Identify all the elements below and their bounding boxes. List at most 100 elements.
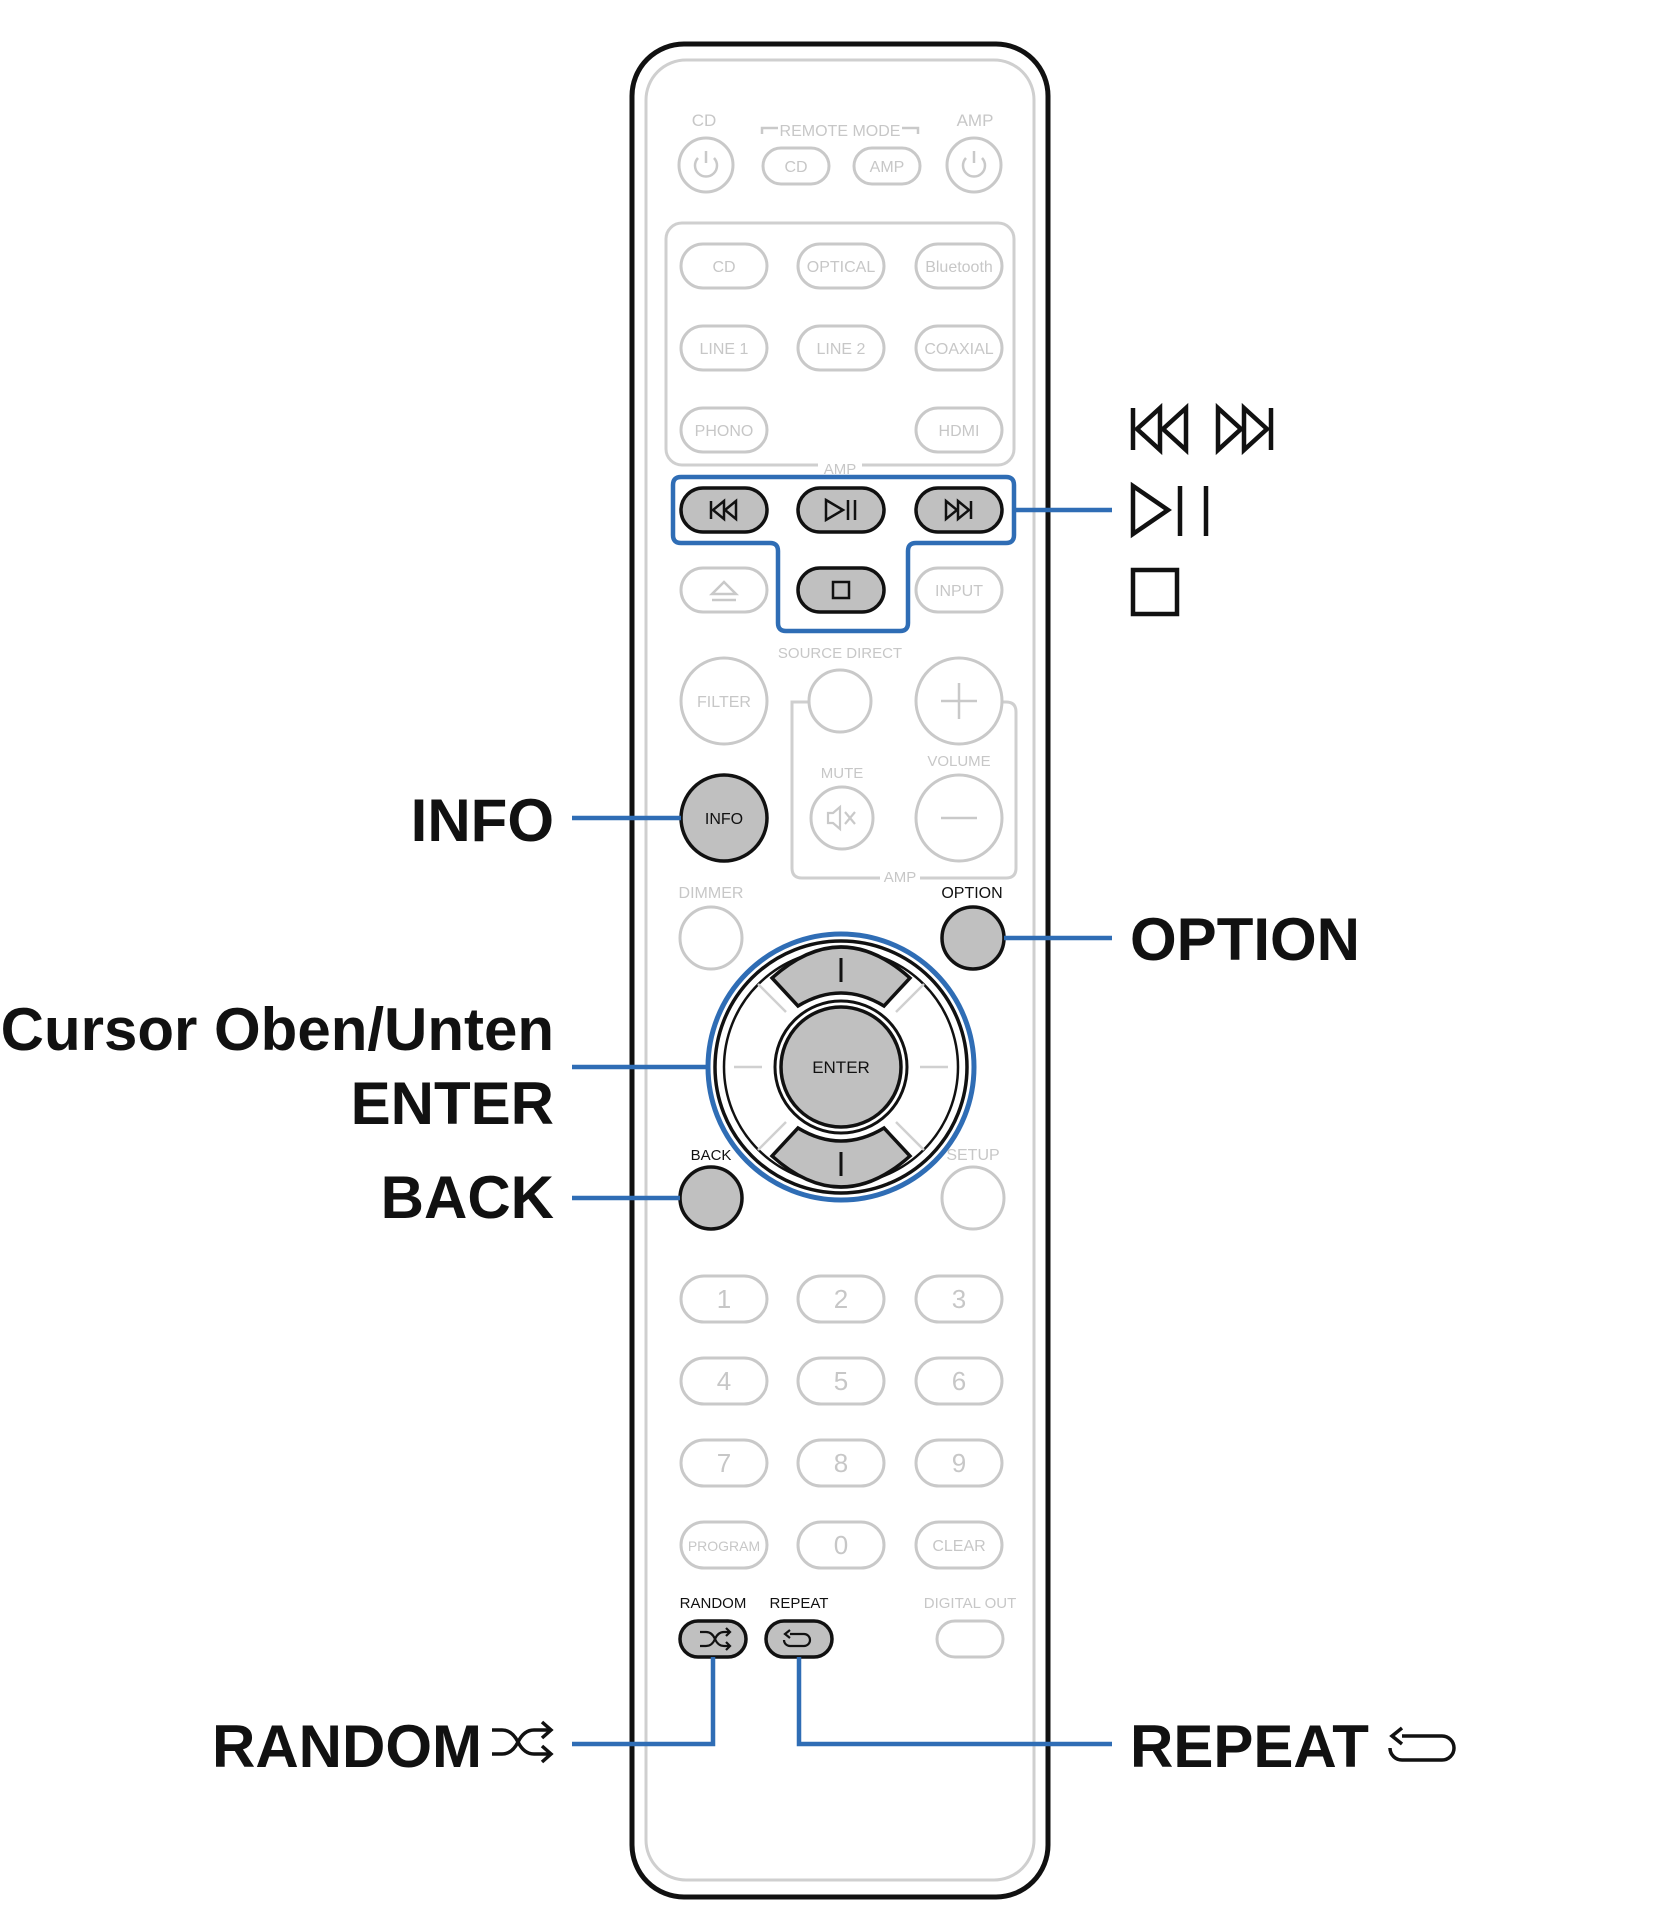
number-button-5[interactable]: 5 — [796, 1356, 886, 1406]
svg-text:4: 4 — [717, 1366, 731, 1396]
svg-text:0: 0 — [834, 1530, 848, 1560]
digital-out-button[interactable] — [935, 1619, 1005, 1659]
svg-text:INFO: INFO — [705, 811, 743, 828]
option-callout: OPTION — [1130, 906, 1360, 973]
svg-text:7: 7 — [717, 1448, 731, 1478]
amp-power-button[interactable] — [945, 136, 1003, 194]
shuffle-icon — [492, 1720, 554, 1764]
repeat-button[interactable] — [764, 1619, 834, 1659]
svg-text:1: 1 — [717, 1284, 731, 1314]
enter-callout: ENTER — [351, 1070, 554, 1137]
info-button[interactable]: INFO — [679, 773, 769, 863]
filter-button[interactable]: FILTER — [679, 656, 769, 746]
play-pause-icon — [1130, 481, 1209, 539]
input-hdmi-button[interactable]: HDMI — [914, 406, 1004, 454]
plus-icon — [941, 683, 977, 719]
enter-button[interactable]: ENTER — [773, 999, 909, 1135]
skip-forward-button[interactable] — [914, 486, 1004, 534]
mode-cd-button[interactable]: CD — [761, 146, 831, 186]
source-direct-button[interactable] — [807, 668, 873, 734]
option-label: OPTION — [941, 885, 1002, 902]
cursor-up-button[interactable] — [769, 945, 913, 1009]
repeat-leader — [796, 1657, 1112, 1747]
volume-down-button[interactable] — [914, 773, 1004, 863]
input-coaxial-button[interactable]: COAXIAL — [914, 324, 1004, 372]
volume-up-button[interactable] — [914, 656, 1004, 746]
input-button[interactable]: INPUT — [914, 566, 1004, 614]
stop-button[interactable] — [796, 566, 886, 614]
number-button-3[interactable]: 3 — [914, 1274, 1004, 1324]
random-button[interactable] — [678, 1619, 748, 1659]
clear-button[interactable]: CLEAR — [914, 1520, 1004, 1570]
svg-text:FILTER: FILTER — [697, 694, 751, 711]
random-leader — [572, 1657, 716, 1747]
cursor-callout: Cursor Oben/Unten — [1, 996, 554, 1063]
mode-amp-button[interactable]: AMP — [852, 146, 922, 186]
svg-text:PROGRAM: PROGRAM — [688, 1538, 760, 1554]
repeat-icon — [1388, 1726, 1456, 1762]
svg-text:8: 8 — [834, 1448, 848, 1478]
number-button-1[interactable]: 1 — [679, 1274, 769, 1324]
cursor-down-button[interactable] — [769, 1125, 913, 1189]
random-label: RANDOM — [680, 1595, 747, 1612]
setup-button[interactable] — [940, 1165, 1006, 1231]
svg-text:OPTICAL: OPTICAL — [807, 259, 876, 276]
amp-section-label: AMP — [824, 461, 857, 478]
back-callout: BACK — [381, 1164, 554, 1231]
skip-forward-icon — [944, 498, 973, 522]
power-icon — [693, 151, 719, 178]
mute-button[interactable] — [809, 785, 875, 851]
svg-text:PHONO: PHONO — [695, 423, 754, 440]
shuffle-icon — [700, 1627, 732, 1651]
svg-text:CD: CD — [784, 159, 807, 176]
svg-text:Bluetooth: Bluetooth — [925, 259, 993, 276]
svg-text:CLEAR: CLEAR — [932, 1538, 985, 1555]
remote-mode-label: REMOTE MODE — [780, 123, 901, 140]
power-icon — [961, 151, 987, 178]
eject-button[interactable] — [679, 566, 769, 614]
play-pause-icon — [824, 497, 857, 523]
svg-text:INPUT: INPUT — [935, 583, 983, 600]
stop-icon — [1130, 567, 1180, 617]
svg-text:AMP: AMP — [870, 159, 905, 176]
remote-body-inner — [644, 58, 1036, 1882]
number-button-6[interactable]: 6 — [914, 1356, 1004, 1406]
svg-text:COAXIAL: COAXIAL — [924, 341, 993, 358]
input-line2-button[interactable]: LINE 2 — [796, 324, 886, 372]
svg-text:3: 3 — [952, 1284, 966, 1314]
setup-label: SETUP — [946, 1147, 999, 1164]
input-cd-button[interactable]: CD — [679, 242, 769, 290]
input-line1-button[interactable]: LINE 1 — [679, 324, 769, 372]
svg-text:CD: CD — [712, 259, 735, 276]
number-button-0[interactable]: 0 — [796, 1520, 886, 1570]
option-button[interactable] — [940, 905, 1006, 971]
play-pause-button[interactable] — [796, 486, 886, 534]
skip-forward-icon — [1215, 402, 1274, 456]
cd-power-button[interactable] — [677, 136, 735, 194]
dimmer-label: DIMMER — [679, 885, 744, 902]
source-direct-label: SOURCE DIRECT — [778, 645, 902, 662]
number-button-4[interactable]: 4 — [679, 1356, 769, 1406]
svg-text:ENTER: ENTER — [812, 1058, 870, 1077]
number-button-2[interactable]: 2 — [796, 1274, 886, 1324]
number-button-8[interactable]: 8 — [796, 1438, 886, 1488]
svg-text:2: 2 — [834, 1284, 848, 1314]
svg-text:5: 5 — [834, 1366, 848, 1396]
number-button-9[interactable]: 9 — [914, 1438, 1004, 1488]
svg-text:LINE 1: LINE 1 — [700, 341, 749, 358]
dimmer-button[interactable] — [678, 905, 744, 971]
program-button[interactable]: PROGRAM — [679, 1520, 769, 1570]
svg-text:HDMI: HDMI — [939, 423, 980, 440]
input-bluetooth-button[interactable]: Bluetooth — [914, 242, 1004, 290]
back-label: BACK — [691, 1147, 732, 1164]
eject-icon — [708, 580, 740, 602]
skip-back-button[interactable] — [679, 486, 769, 534]
number-button-7[interactable]: 7 — [679, 1438, 769, 1488]
input-optical-button[interactable]: OPTICAL — [796, 242, 886, 290]
mute-label: MUTE — [821, 765, 864, 782]
skip-back-icon — [709, 498, 738, 522]
back-button[interactable] — [678, 1165, 744, 1231]
remote-mode-bracket — [760, 126, 920, 134]
input-phono-button[interactable]: PHONO — [679, 406, 769, 454]
